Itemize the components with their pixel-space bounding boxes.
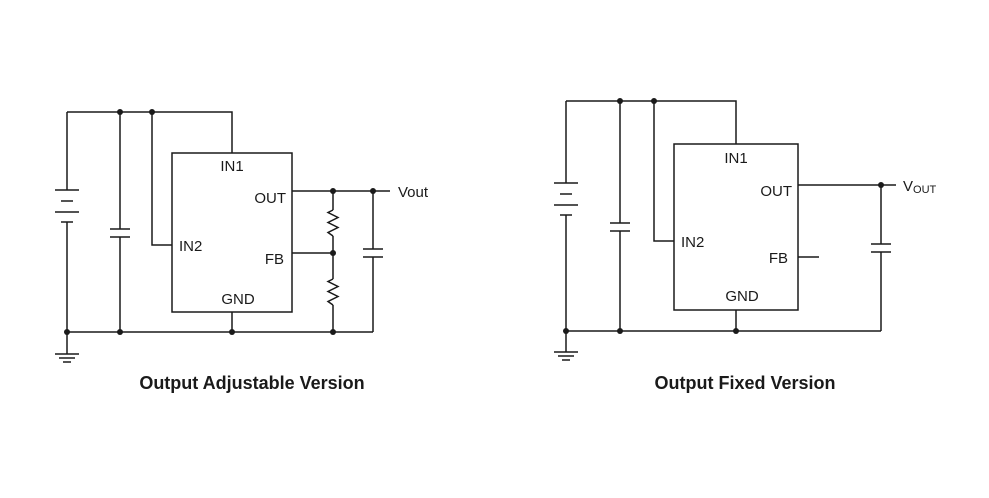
- in2-wire: [653, 101, 674, 242]
- output-capacitor: [363, 248, 383, 258]
- regulator-ic: [171, 152, 293, 313]
- ground-symbol: [554, 351, 578, 361]
- output-label-main: V: [903, 178, 913, 195]
- input-capacitor: [110, 228, 130, 238]
- input-capacitor: [610, 222, 630, 232]
- output-label: VOUT: [903, 178, 937, 196]
- pin-in1: IN1: [724, 150, 747, 167]
- pin-in2: IN2: [179, 238, 202, 255]
- upper-resistor: [326, 209, 340, 237]
- ground-symbol: [55, 353, 79, 363]
- pin-fb: FB: [769, 250, 788, 267]
- ground-wires: [565, 310, 881, 352]
- caption-fixed: Output Fixed Version: [654, 373, 835, 393]
- top-supply-wire: [566, 100, 737, 144]
- pin-out: OUT: [254, 190, 286, 207]
- battery-symbol: [554, 182, 578, 216]
- regulator-ic: [673, 143, 799, 311]
- pin-fb: FB: [265, 251, 284, 268]
- fixed-circuit: IN1 IN2 OUT FB GND VOUT: [554, 98, 937, 393]
- pin-out: OUT: [760, 183, 792, 200]
- pin-in1: IN1: [220, 158, 243, 175]
- junction-dots: [563, 98, 884, 334]
- pin-gnd: GND: [725, 288, 759, 305]
- output-label-sub: OUT: [913, 184, 937, 196]
- pin-gnd: GND: [221, 291, 255, 308]
- in2-wire: [151, 112, 172, 246]
- battery-symbol: [55, 189, 79, 223]
- adjustable-circuit: IN1 IN2 OUT FB GND Vout: [55, 109, 429, 393]
- junction-dots: [64, 109, 376, 335]
- output-label: Vout: [398, 184, 429, 201]
- top-supply-wire: [67, 111, 233, 153]
- caption-adjustable: Output Adjustable Version: [139, 373, 364, 393]
- ground-wires: [66, 312, 373, 354]
- pin-in2: IN2: [681, 234, 704, 251]
- output-capacitor: [871, 243, 891, 253]
- lower-resistor: [326, 278, 340, 306]
